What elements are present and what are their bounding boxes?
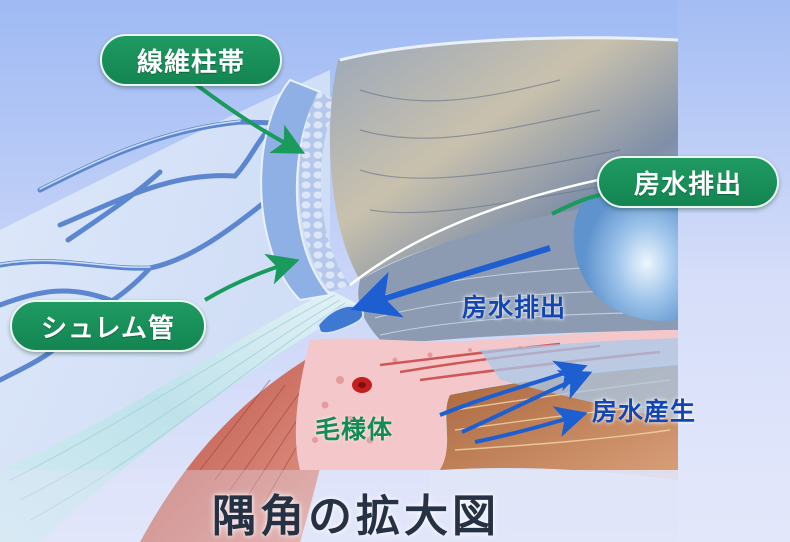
label-schlemm-canal-text: シュレム管 (41, 313, 175, 344)
label-zonule-text: 線維柱帯 (136, 47, 245, 78)
label-schlemm-canal: シュレム管 (10, 300, 206, 352)
label-aqueous-outflow-top: 房水排出 (597, 156, 779, 208)
figure-title: 隅角の拡大図 (212, 491, 500, 542)
label-ciliary-body: 毛様体 (315, 415, 394, 444)
label-aqueous-production: 房水産生 (592, 397, 697, 426)
label-zonule: 線維柱帯 (100, 34, 282, 86)
label-aqueous-outflow-middle: 房水排出 (462, 293, 567, 322)
label-aqueous-outflow-top-text: 房水排出 (633, 169, 742, 200)
